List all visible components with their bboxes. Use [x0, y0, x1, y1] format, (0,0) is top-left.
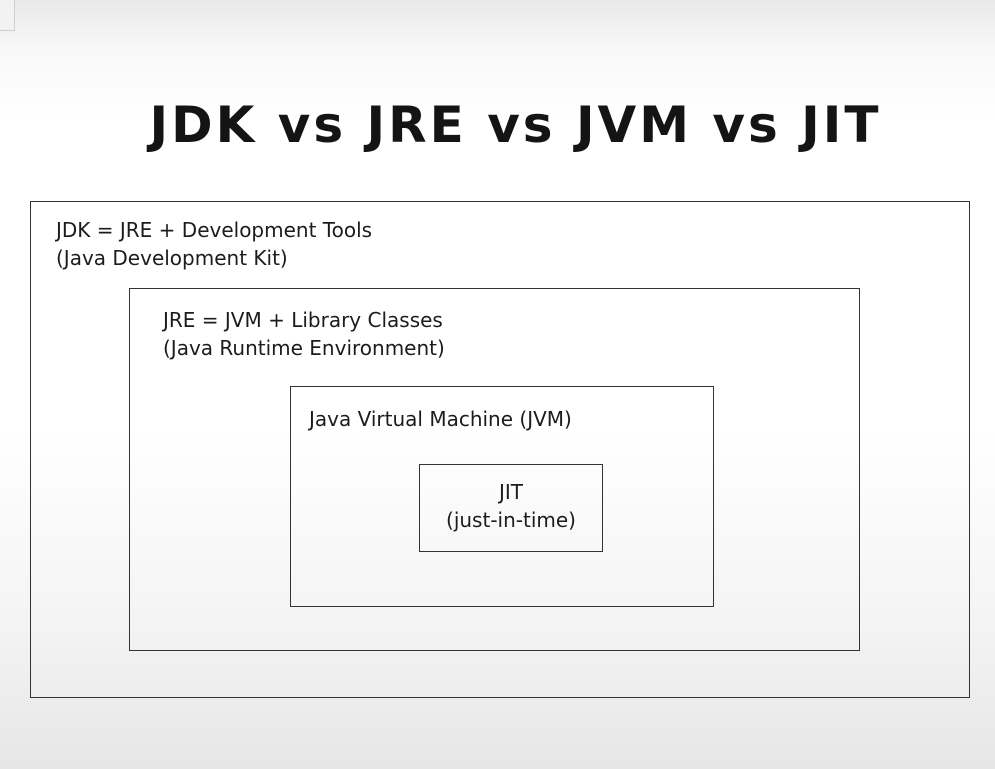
jit-box [419, 464, 603, 552]
jit-label: JIT [498, 480, 523, 504]
jdk-fullname-label: (Java Development Kit) [56, 246, 288, 270]
jvm-box [290, 386, 714, 607]
jdk-definition-label: JDK = JRE + Development Tools [56, 218, 373, 242]
jdk-box [30, 201, 970, 698]
jit-fullname-label: (just-in-time) [446, 508, 576, 532]
page-title: JDK vs JRE vs JVM vs JIT [149, 96, 882, 154]
jre-definition-label: JRE = JVM + Library Classes [163, 308, 443, 332]
window-corner-mark [0, 0, 15, 31]
jre-fullname-label: (Java Runtime Environment) [163, 336, 445, 360]
jre-box [129, 288, 860, 651]
jvm-label: Java Virtual Machine (JVM) [309, 407, 572, 431]
